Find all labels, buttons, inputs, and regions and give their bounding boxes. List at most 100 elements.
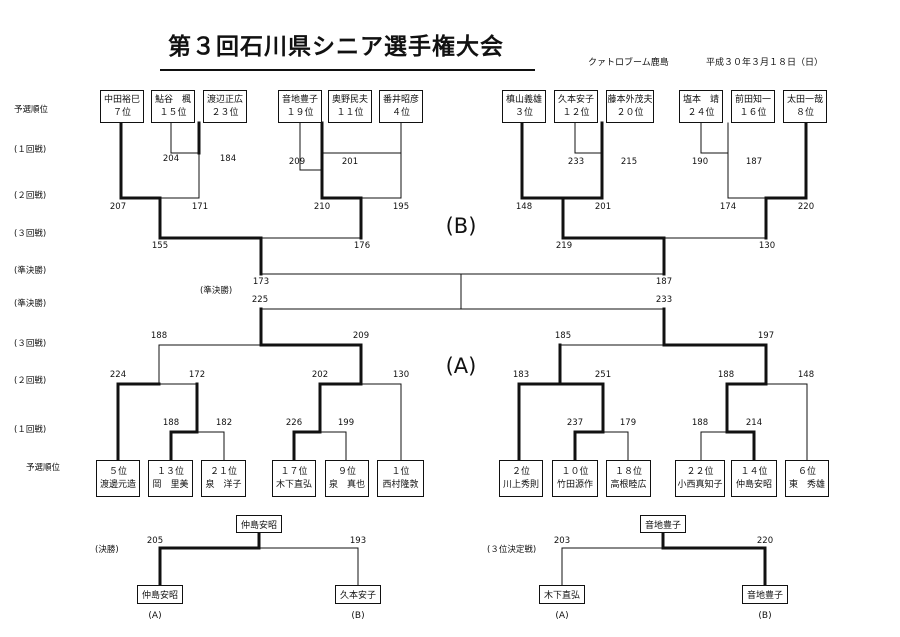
- player-name: 音地豊子: [281, 95, 318, 106]
- score-label: 209: [352, 331, 370, 341]
- score-label: 188: [150, 331, 168, 341]
- line-a-m2: [293, 431, 347, 461]
- line-a-r2-2: [319, 383, 402, 461]
- final-right-box: 久本安子: [335, 585, 381, 604]
- player-name: 番井昭彦: [382, 95, 419, 106]
- player-card: ６位東 秀雄: [785, 460, 829, 497]
- player-rank: １３位: [156, 467, 184, 478]
- player-card: ２２位小西真知子: [675, 460, 725, 497]
- score-label: 148: [797, 370, 815, 380]
- page-title: 第３回石川県シニア選手権大会: [168, 34, 504, 60]
- player-name: 東 秀雄: [788, 479, 825, 490]
- player-card: ５位渡邊元造: [96, 460, 140, 497]
- line-a-semi: [260, 273, 665, 346]
- player-card: １４位仲島安昭: [731, 460, 777, 497]
- win-a-2: [169, 382, 199, 462]
- win-a-7: [573, 430, 605, 462]
- player-rank: ２４位: [687, 107, 715, 118]
- score-label: 214: [745, 418, 763, 428]
- final-left-score: 205: [146, 536, 164, 546]
- player-card: １３位岡 里美: [148, 460, 193, 497]
- player-name: 西村隆敦: [382, 479, 419, 490]
- third-place-label: (３位決定戦): [487, 545, 537, 555]
- group-a-label: (A): [445, 354, 477, 378]
- score-label: 219: [555, 241, 573, 251]
- round-label-qualify-bottom: 予選順位: [26, 463, 61, 473]
- score-label: 201: [594, 202, 612, 212]
- round-label-semi-bottom: (準決勝): [14, 299, 47, 309]
- player-name: 前田知一: [734, 95, 771, 106]
- final-right-score: 193: [349, 536, 367, 546]
- score-label: 188: [162, 418, 180, 428]
- final-left-group: (A): [148, 611, 162, 621]
- player-rank: １６位: [739, 107, 767, 118]
- player-rank: ２３位: [211, 107, 239, 118]
- line-a-m3: [574, 431, 629, 461]
- line-b-r2-4: [727, 122, 807, 199]
- score-label: 233: [655, 295, 673, 305]
- line-a-m4: [700, 431, 755, 461]
- player-rank: ８位: [795, 107, 814, 118]
- third-winner-box: 音地豊子: [640, 515, 686, 533]
- player-rank: ２位: [511, 467, 530, 478]
- score-label: 225: [251, 295, 269, 305]
- win-b-3: [320, 121, 363, 240]
- win-a-5: [558, 343, 605, 434]
- player-name: 久本安子: [557, 95, 594, 106]
- player-name: 太田一哉: [786, 95, 823, 106]
- line-b-r2-1: [120, 122, 200, 199]
- player-rank: １５位: [159, 107, 187, 118]
- score-label: 185: [554, 331, 572, 341]
- score-label: 237: [566, 418, 584, 428]
- score-label: 201: [341, 157, 359, 167]
- player-name: 小西真知子: [677, 479, 723, 490]
- score-label: 197: [757, 331, 775, 341]
- score-label: 188: [717, 370, 735, 380]
- player-rank: １７位: [280, 467, 308, 478]
- score-label: 204: [162, 154, 180, 164]
- player-rank: ２０位: [616, 107, 644, 118]
- player-name: 鮎谷 楓: [154, 95, 191, 106]
- player-rank: １９位: [286, 107, 314, 118]
- round-label-qualify-top: 予選順位: [14, 105, 49, 115]
- score-label: 184: [219, 154, 237, 164]
- round-label-r1-top: (１回戦): [14, 145, 47, 155]
- player-name: 竹田源作: [556, 479, 593, 490]
- win-b-1: [119, 121, 263, 276]
- player-name: 高根睦広: [610, 479, 647, 490]
- line-b-m3: [574, 122, 603, 154]
- venue-text: クァトロブーム鹿島: [588, 58, 669, 68]
- line-b-m2: [321, 122, 402, 154]
- player-rank: １８位: [614, 467, 642, 478]
- score-label: 190: [691, 157, 709, 167]
- win-third: [661, 529, 767, 587]
- score-label: 130: [758, 241, 776, 251]
- score-label: 199: [337, 418, 355, 428]
- win-a-4: [517, 382, 562, 462]
- player-rank: ４位: [391, 107, 410, 118]
- player-card: １７位木下直弘: [272, 460, 316, 497]
- score-label: 148: [515, 202, 533, 212]
- win-a-3: [259, 307, 363, 462]
- final-right-group: (B): [351, 611, 365, 621]
- player-card: １位西村隆敦: [377, 460, 424, 497]
- score-label: 251: [594, 370, 612, 380]
- final-label: (決勝): [95, 545, 119, 555]
- score-label: 226: [285, 418, 303, 428]
- line-b-r3-1: [159, 197, 362, 239]
- third-left-group: (A): [555, 611, 569, 621]
- third-left-box: 木下直弘: [539, 585, 585, 604]
- date-text: 平成３０年３月１８日（日）: [706, 58, 824, 68]
- player-card: １８位高根睦広: [606, 460, 651, 497]
- line-a-r2-3: [518, 383, 604, 461]
- score-label: 174: [719, 202, 737, 212]
- score-label: 187: [745, 157, 763, 167]
- score-label: 220: [797, 202, 815, 212]
- score-label: 233: [567, 157, 585, 167]
- player-name: 藤本外茂夫: [607, 95, 653, 106]
